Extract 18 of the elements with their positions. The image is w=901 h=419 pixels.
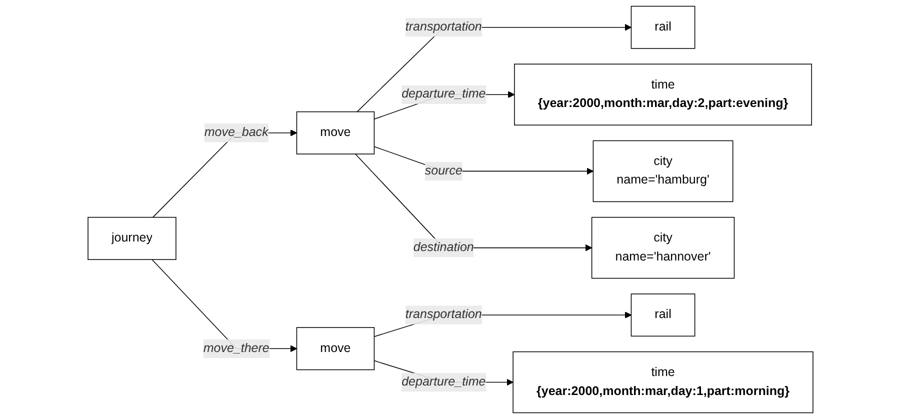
edge-label: transportation bbox=[405, 308, 482, 322]
edge-label: departure_time bbox=[402, 375, 486, 389]
edge-label: destination bbox=[413, 240, 474, 254]
node-box: time {year:2000,month:mar,day:1,part:morning} bbox=[512, 351, 814, 414]
edge-label: transportation bbox=[405, 20, 482, 34]
edge-label: source bbox=[424, 164, 462, 178]
node-box: rail bbox=[630, 6, 696, 49]
node-box: move bbox=[296, 327, 375, 370]
edge-label: departure_time bbox=[402, 88, 486, 101]
edge-label: move_there bbox=[203, 342, 270, 355]
node-box: move bbox=[296, 111, 375, 154]
node-box: rail bbox=[630, 294, 696, 337]
node-box: time {year:2000,month:mar,day:2,part:evening} bbox=[514, 64, 812, 126]
node-box: journey bbox=[88, 216, 176, 260]
arrow bbox=[354, 154, 592, 252]
node-box: city name='hannover' bbox=[591, 216, 735, 279]
arrow bbox=[356, 24, 632, 112]
node-box: city name='hamburg' bbox=[592, 140, 734, 202]
